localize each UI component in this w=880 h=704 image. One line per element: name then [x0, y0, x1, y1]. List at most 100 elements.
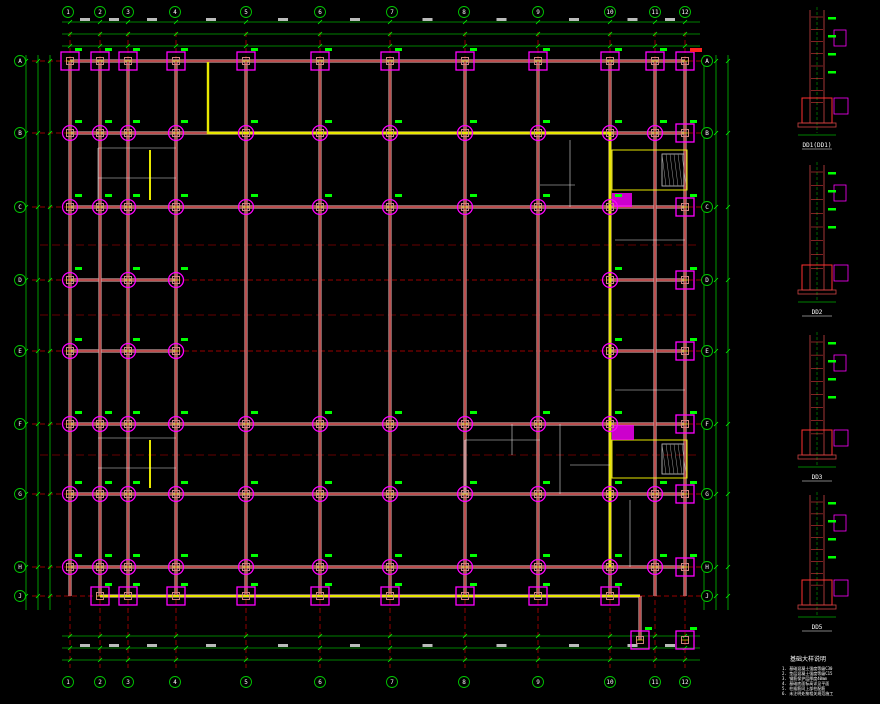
axis-bubble-right-label: F — [705, 421, 709, 428]
stair-hatch-line — [665, 153, 671, 187]
dimension-tick — [67, 657, 73, 663]
dimension-tick — [682, 657, 688, 663]
dimension-tick — [387, 657, 393, 663]
stair-hatch-line — [669, 153, 675, 187]
dimension-tick — [97, 645, 103, 651]
column-footing-ring — [311, 198, 329, 216]
column-footing-ring — [119, 342, 137, 360]
dimension-text — [109, 644, 119, 647]
dimension-tick — [35, 277, 41, 283]
dimension-text — [80, 18, 90, 21]
dimension-tick — [47, 593, 53, 599]
axis-bubble-bottom-label: 4 — [173, 679, 177, 686]
column-footing-ring — [529, 485, 547, 503]
column-footing-square — [675, 630, 695, 650]
footing-tag — [251, 194, 258, 197]
axis-bubble-bottom-label: 8 — [462, 679, 466, 686]
note-line: 5. 柱插筋同上部柱配筋 — [782, 685, 825, 691]
dimension-tick — [462, 43, 468, 49]
detail-blinding — [797, 289, 837, 295]
dimension-tick — [173, 43, 179, 49]
column-footing-ring — [311, 485, 329, 503]
detail-tag — [828, 378, 836, 381]
footing-tag — [470, 583, 477, 586]
footing-tag — [543, 583, 550, 586]
footing-tag — [325, 194, 332, 197]
dimension-text — [422, 18, 433, 21]
dimension-tick — [652, 31, 658, 37]
dimension-tick — [317, 657, 323, 663]
dimension-tick — [535, 633, 541, 639]
column-footing-square — [90, 586, 110, 606]
column-footing-square — [166, 586, 186, 606]
footing-tag — [543, 481, 550, 484]
axis-bubble-right-label: J — [705, 593, 709, 600]
dimension-text — [422, 644, 433, 647]
dimension-tick — [713, 348, 719, 354]
dimension-tick — [35, 593, 41, 599]
detail-section-mark — [833, 579, 849, 597]
detail-section-mark — [833, 514, 847, 532]
column-footing-ring — [167, 271, 185, 289]
axis-bubble-left-label: J — [18, 593, 22, 600]
column-footing-ring — [529, 558, 547, 576]
axis-bubble-right-label: C — [705, 204, 709, 211]
dimension-tick — [462, 633, 468, 639]
axis-bubble-top-label: 7 — [390, 9, 394, 16]
axis-bubble-top-label: 6 — [318, 9, 322, 16]
column-footing-square — [600, 51, 620, 71]
footing-tag — [181, 48, 188, 51]
column-footing-ring — [91, 415, 109, 433]
detail-tag — [828, 360, 836, 363]
column-footing-square — [118, 586, 138, 606]
footing-tags — [75, 48, 697, 630]
footing-tag — [690, 194, 697, 197]
column-footing-ring — [646, 485, 664, 503]
note-line: 2. 垫层混凝土强度等级C15 — [782, 670, 833, 676]
dimension-tick — [97, 633, 103, 639]
stair-hatch-line — [661, 443, 667, 475]
footing-tag — [133, 554, 140, 557]
column-footing-ring — [311, 558, 329, 576]
column-footing-square — [675, 197, 695, 217]
axis-bubble-left-label: H — [18, 564, 22, 571]
axis-bubble-left — [14, 127, 26, 139]
footing-tag — [470, 481, 477, 484]
axis-bubble-right — [701, 590, 713, 602]
column-footing-ring — [456, 198, 474, 216]
column-footing-ring — [311, 415, 329, 433]
dimension-tick — [47, 491, 53, 497]
dimension-text — [569, 644, 579, 647]
axis-bubble-left — [14, 418, 26, 430]
dimension-tick — [713, 58, 719, 64]
column-footing-square — [166, 51, 186, 71]
column-footing-square — [675, 414, 695, 434]
column-footing-square — [600, 586, 620, 606]
axis-bubble-top — [169, 6, 181, 18]
footing-tag — [181, 338, 188, 341]
dimension-tick — [652, 657, 658, 663]
column-footing-square — [455, 51, 475, 71]
stair-hatch-line — [661, 153, 667, 187]
footing-tag — [75, 411, 82, 414]
axis-bubble-right — [701, 561, 713, 573]
footing-tag — [325, 481, 332, 484]
footing-tag — [543, 411, 550, 414]
column-footing-ring — [529, 198, 547, 216]
dimension-tick — [725, 491, 731, 497]
dimension-text — [147, 18, 157, 21]
detail-tag — [828, 53, 836, 56]
column-footing-ring — [61, 558, 79, 576]
axis-bubble-top — [458, 6, 470, 18]
dimension-tick — [652, 19, 658, 25]
dimension-tick — [607, 657, 613, 663]
dimension-tick — [387, 43, 393, 49]
dimension-text — [278, 644, 288, 647]
axis-bubble-left-label: F — [18, 421, 22, 428]
dimension-tick — [243, 657, 249, 663]
dimension-tick — [35, 204, 41, 210]
footing-tag — [690, 481, 697, 484]
footing-tag — [105, 583, 112, 586]
